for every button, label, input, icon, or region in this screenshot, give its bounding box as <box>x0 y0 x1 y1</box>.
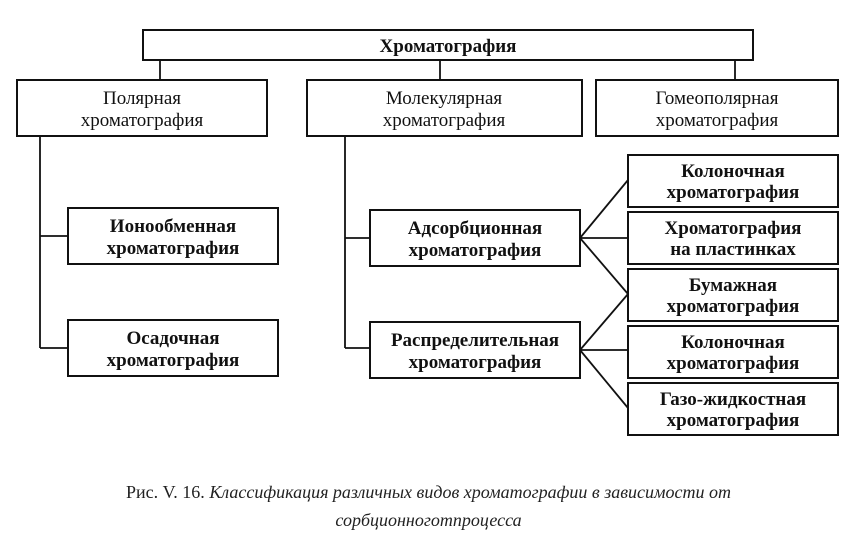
svg-text:хроматография: хроматография <box>667 353 800 374</box>
svg-text:хроматография: хроматография <box>383 110 506 131</box>
svg-text:Газо-жидкостная: Газо-жидкостная <box>660 389 806 410</box>
caption-text-line1: Классификация различных видов хроматогра… <box>209 482 731 502</box>
caption-prefix: Рис. V. 16. <box>126 482 205 502</box>
svg-text:хроматография: хроматография <box>81 110 204 131</box>
svg-text:хроматография: хроматография <box>667 296 800 317</box>
svg-text:Полярная: Полярная <box>103 88 181 109</box>
svg-text:Адсорбционная: Адсорбционная <box>408 218 542 239</box>
node-sediment: Осадочная хроматография <box>67 319 279 377</box>
svg-text:Хроматография: Хроматография <box>665 218 802 239</box>
node-ion-exchange: Ионообменная хроматография <box>67 207 279 265</box>
node-adsorption: Адсорбционная хроматография <box>369 209 581 267</box>
svg-text:хроматография: хроматография <box>107 238 240 259</box>
svg-text:хроматография: хроматография <box>409 352 542 373</box>
svg-text:хроматография: хроматография <box>656 110 779 131</box>
node-root-label: Хроматография <box>380 36 517 57</box>
connector-distribution-gas-liquid <box>579 349 629 409</box>
connector-adsorption-column <box>579 179 629 239</box>
node-polar: Полярная хроматография <box>16 79 268 137</box>
node-root: Хроматография <box>142 29 754 61</box>
svg-text:на пластинках: на пластинках <box>670 239 796 260</box>
node-molecular: Молекулярная хроматография <box>306 79 583 137</box>
svg-text:хроматография: хроматография <box>409 240 542 261</box>
connector-distribution-paper <box>579 293 629 351</box>
svg-text:хроматография: хроматография <box>107 350 240 371</box>
svg-text:Бумажная: Бумажная <box>689 275 777 296</box>
svg-text:хроматография: хроматография <box>667 410 800 431</box>
svg-text:Гомеополярная: Гомеополярная <box>656 88 779 109</box>
node-homeopolar: Гомеополярная хроматография <box>595 79 839 137</box>
svg-text:хроматография: хроматография <box>667 182 800 203</box>
node-gas-liquid: Газо-жидкостная хроматография <box>627 382 839 436</box>
connectors <box>39 60 736 409</box>
node-column-1: Колоночная хроматография <box>627 154 839 208</box>
svg-text:Распределительная: Распределительная <box>391 330 559 351</box>
svg-text:Колоночная: Колоночная <box>681 161 785 182</box>
svg-text:Колоночная: Колоночная <box>681 332 785 353</box>
node-column-2: Колоночная хроматография <box>627 325 839 379</box>
svg-text:Молекулярная: Молекулярная <box>386 88 503 109</box>
svg-text:Осадочная: Осадочная <box>126 328 219 349</box>
caption-text-line2: сорбционноготпроцесса <box>335 510 522 530</box>
node-paper: Бумажная хроматография <box>627 268 839 322</box>
node-plates: Хроматография на пластинках <box>627 211 839 265</box>
figure-caption: Рис. V. 16. Классификация различных видо… <box>0 480 857 504</box>
svg-text:Ионообменная: Ионообменная <box>110 216 236 237</box>
node-distribution: Распределительная хроматография <box>369 321 581 379</box>
connector-adsorption-paper <box>579 237 629 295</box>
